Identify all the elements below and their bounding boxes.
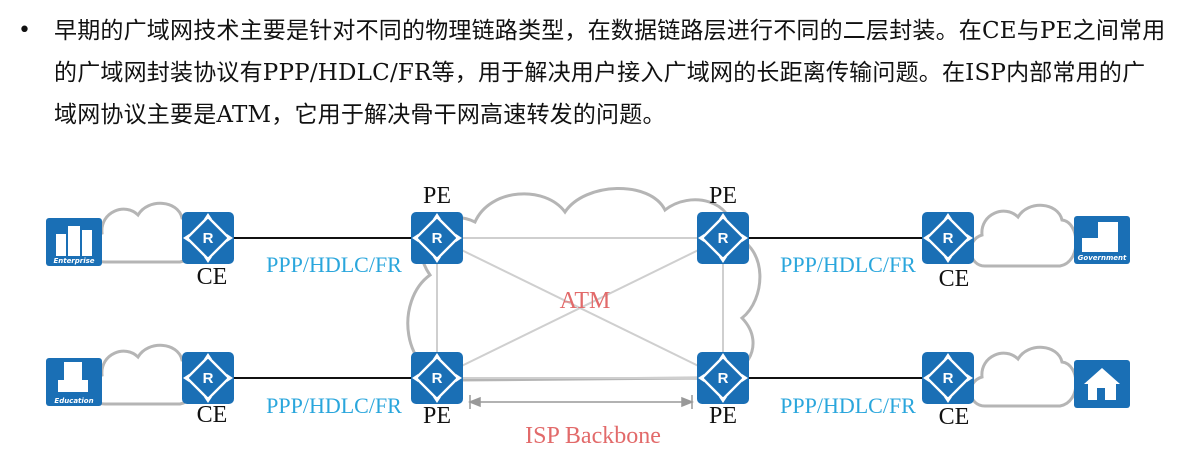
router-glyph: R — [203, 370, 214, 387]
pe-label: PE — [423, 403, 451, 429]
ce-label: CE — [939, 404, 970, 430]
government-icon: Government — [1074, 216, 1130, 264]
isp-cloud — [406, 187, 762, 382]
backbone-span-arrow — [467, 395, 695, 409]
cloud-government — [969, 203, 1078, 268]
home-icon — [1074, 360, 1130, 408]
access-protocol-label: PPP/HDLC/FR — [266, 393, 402, 418]
intro-text: 早期的广域网技术主要是针对不同的物理链路类型，在数据链路层进行不同的二层封装。在… — [54, 18, 1166, 128]
cloud-home — [969, 345, 1078, 408]
core-protocol-label: ATM — [560, 288, 611, 314]
router-glyph: R — [943, 370, 954, 387]
router-glyph: R — [203, 230, 214, 247]
enterprise-label: Enterprise — [53, 257, 94, 265]
cloud-enterprise — [89, 201, 198, 264]
access-protocol-label: PPP/HDLC/FR — [780, 393, 916, 418]
access-protocol-label: PPP/HDLC/FR — [780, 252, 916, 277]
enterprise-icon: Enterprise — [46, 218, 102, 266]
pe-label: PE — [709, 183, 737, 209]
access-links — [234, 237, 922, 379]
government-label: Government — [1078, 254, 1127, 262]
pe-label: PE — [423, 183, 451, 209]
bullet-point: • — [18, 18, 31, 43]
education-label: Education — [54, 397, 93, 405]
router-glyph: R — [432, 230, 443, 247]
ce-label: CE — [197, 264, 228, 290]
router-glyph: R — [943, 230, 954, 247]
intro-paragraph: • 早期的广域网技术主要是针对不同的物理链路类型，在数据链路层进行不同的二层封装… — [18, 10, 1168, 136]
access-protocol-label: PPP/HDLC/FR — [266, 252, 402, 277]
ce-label: CE — [197, 402, 228, 428]
router-glyph: R — [432, 370, 443, 387]
education-icon: Education — [46, 358, 102, 406]
isp-backbone-label: ISP Backbone — [525, 423, 661, 449]
cloud-education — [89, 343, 198, 406]
ce-label: CE — [939, 266, 970, 292]
pe-label: PE — [709, 403, 737, 429]
router-glyph: R — [718, 230, 729, 247]
router-glyph: R — [718, 370, 729, 387]
